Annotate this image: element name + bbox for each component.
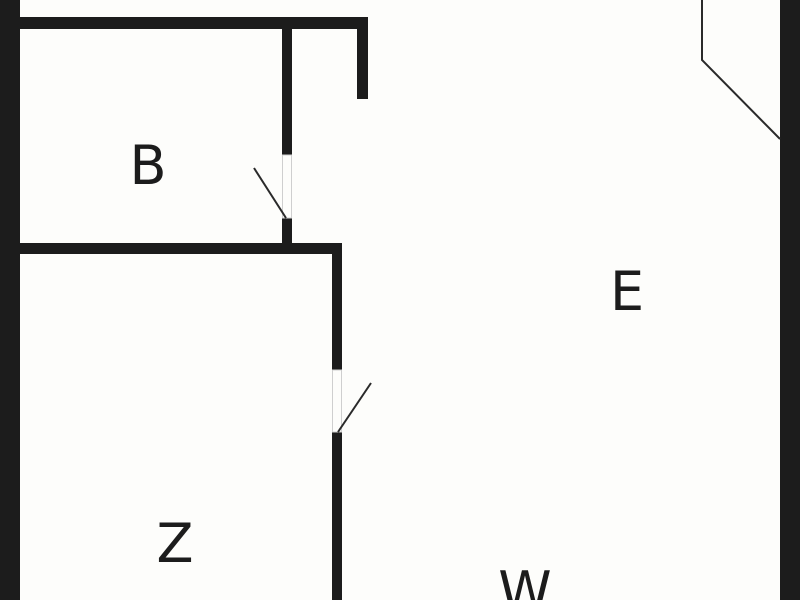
wall-b-top bbox=[20, 17, 368, 29]
door-frame-z bbox=[332, 369, 342, 433]
door-leaf-z bbox=[337, 382, 372, 433]
wall-right bbox=[780, 0, 800, 600]
room-label-b: B bbox=[129, 134, 166, 197]
room-label-e: E bbox=[610, 260, 644, 323]
wall-b-z-divider bbox=[20, 243, 342, 254]
door-leaf-b bbox=[253, 167, 287, 219]
room-label-w: W bbox=[498, 560, 551, 600]
wall-z-right-upper bbox=[332, 243, 342, 370]
wall-left bbox=[0, 0, 20, 600]
room-label-z: Z bbox=[157, 512, 194, 575]
wall-b-right-lower bbox=[282, 218, 292, 248]
wall-b-right-upper bbox=[282, 29, 292, 155]
diagonal-wall-top-right bbox=[701, 0, 781, 140]
wall-stub-top-right bbox=[357, 17, 368, 99]
wall-z-right-lower bbox=[332, 432, 342, 600]
door-frame-b bbox=[282, 154, 292, 219]
